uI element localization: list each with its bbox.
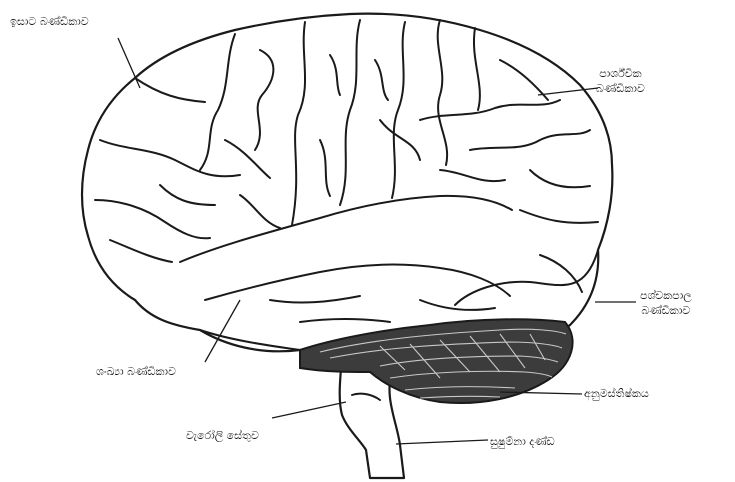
leader-pons [272, 402, 346, 418]
label-cerebellum: අනුමස්තිෂ්කය [584, 386, 649, 401]
leader-frontal [118, 38, 140, 88]
cerebrum-outline [82, 14, 612, 363]
leader-spinal [396, 440, 488, 444]
label-occipital-line2: බණ්ඩිකාව [640, 303, 692, 318]
label-temporal-lobe: ශංඛ්‍යා බණ්ඩිකාව [96, 364, 176, 379]
label-occipital-lobe: පශ්චකපාල බණ්ඩිකාව [640, 288, 692, 318]
label-pons: වැරෝලි සේතුව [186, 428, 259, 443]
label-parietal-line1: පාර්ශ්වික [596, 66, 645, 81]
label-parietal-line2: බණ්ඩිකාව [596, 81, 645, 96]
label-parietal-lobe: පාර්ශ්වික බණ්ඩිකාව [596, 66, 645, 96]
label-spinal-cord: සුෂුම්නා දණ්ඩ [490, 434, 555, 449]
label-occipital-line1: පශ්චකපාල [640, 288, 692, 303]
label-frontal-lobe: ඉසාට බණ්ඩිකාව [10, 14, 89, 29]
